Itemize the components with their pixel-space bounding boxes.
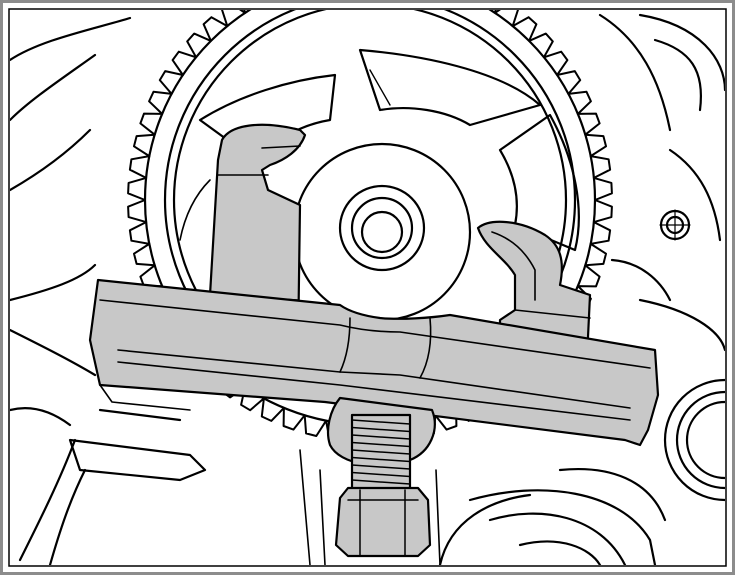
thread-line	[351, 464, 411, 470]
thread-lines	[351, 419, 411, 485]
thread-line	[351, 426, 411, 433]
hex-nut	[334, 486, 432, 558]
tool-spindle	[299, 396, 441, 565]
thread-line	[351, 479, 411, 485]
tool-bar	[88, 278, 660, 447]
gear-window-right	[498, 113, 580, 252]
gear-hub	[292, 142, 472, 322]
thread-line	[351, 441, 411, 448]
thread-line	[351, 471, 411, 478]
hub-bore	[350, 196, 414, 260]
thread-line	[351, 449, 411, 455]
thread-line	[351, 456, 411, 463]
gear-window-top	[358, 48, 542, 127]
hub-boss	[338, 184, 426, 272]
hub-center	[360, 210, 404, 254]
figure-inner-border	[8, 8, 727, 567]
thread-line	[351, 434, 411, 440]
engine-housing-right	[438, 13, 725, 565]
engine-housing-left	[10, 16, 207, 565]
thread-line	[351, 419, 411, 425]
